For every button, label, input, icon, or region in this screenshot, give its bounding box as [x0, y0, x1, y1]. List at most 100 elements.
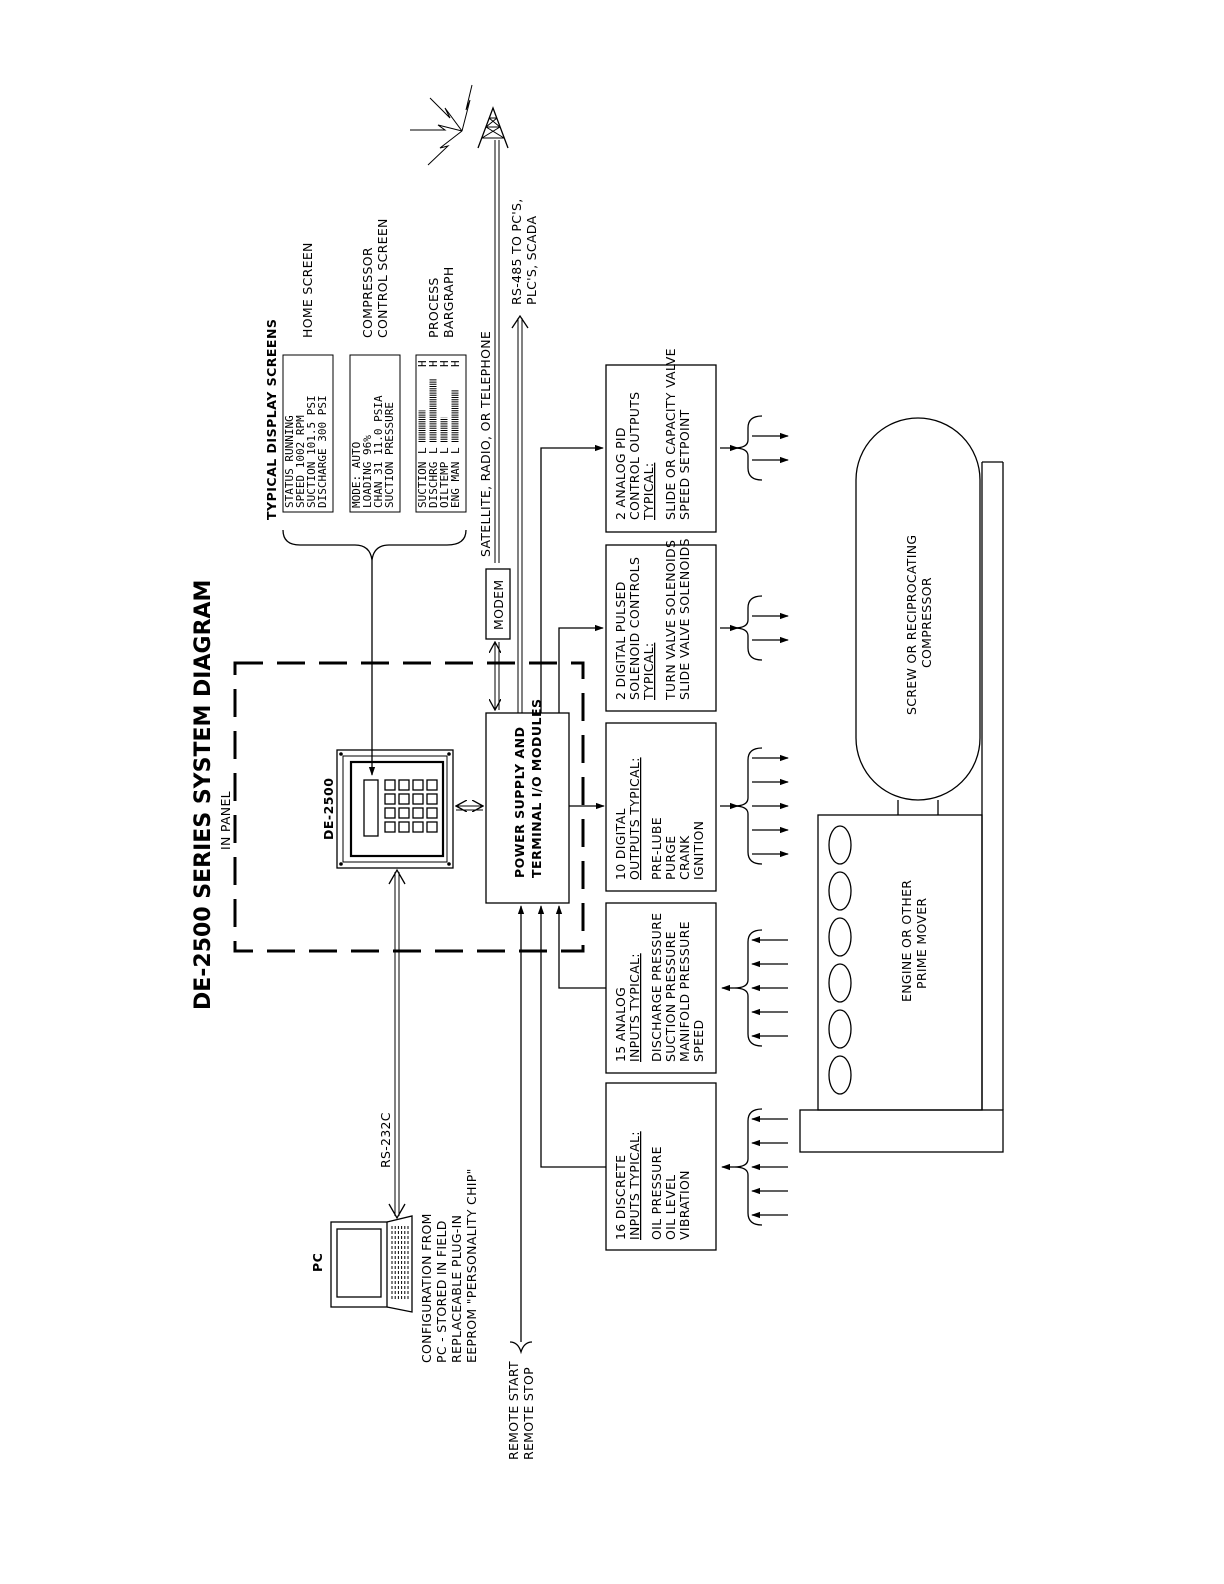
- keypad-key: [384, 807, 396, 819]
- controller-label: DE-2500: [321, 778, 336, 840]
- io-box-line: IGNITION: [691, 821, 706, 880]
- io-box-line: SPEED SETPOINT: [677, 409, 692, 520]
- digital-outputs-box: [605, 722, 717, 892]
- keypad-key: [384, 793, 396, 805]
- modem-label: MODEM: [491, 580, 506, 630]
- engine-label-1: ENGINE OR OTHER: [899, 880, 914, 1002]
- keypad-key: [412, 807, 424, 819]
- bargraph-low-mark: L: [427, 447, 440, 454]
- io-box-line: SOLENOID CONTROLS: [627, 557, 642, 700]
- engine-cylinder: [828, 917, 852, 957]
- bargraph-row-label: SUCTION: [416, 462, 429, 508]
- compressor-label-1: SCREW OR RECIPROCATING: [904, 535, 919, 715]
- analog-inputs-box: [605, 902, 717, 1074]
- keypad-key: [426, 821, 438, 833]
- pc-computer-icon: [330, 1215, 413, 1313]
- io-box-line: SLIDE VALVE SOLENOIDS: [677, 538, 692, 700]
- bargraph-label-1: PROCESS: [426, 277, 441, 338]
- panel-label: IN PANEL: [218, 791, 233, 850]
- engine-cylinder: [828, 825, 852, 865]
- keypad-key: [426, 779, 438, 791]
- home-line-3: SUCTION 101.5 PSI: [305, 395, 318, 508]
- io-box-line: CONTROL OUTPUTS: [627, 392, 642, 520]
- panel-boundary: [233, 661, 585, 953]
- io-box-line: INPUTS TYPICAL:: [627, 953, 642, 1062]
- keypad-key: [426, 793, 438, 805]
- bargraph-screen-box: [415, 354, 467, 513]
- antenna-tower-icon: [410, 84, 509, 166]
- io-box-line: TURN VALVE SOLENOIDS: [663, 540, 678, 701]
- bargraph-low-mark: L: [416, 447, 429, 454]
- solenoid-controls-box: [605, 544, 717, 712]
- home-screen-label: HOME SCREEN: [300, 242, 315, 338]
- pc-config-note-4: EEPROM "PERSONALITY CHIP": [464, 1168, 479, 1363]
- rs232-label: RS-232C: [378, 1112, 393, 1168]
- pc-config-note-1: CONFIGURATION FROM: [419, 1213, 434, 1363]
- display-screens-title: TYPICAL DISPLAY SCREENS: [264, 319, 279, 520]
- io-box-line: 15 ANALOG: [613, 987, 628, 1062]
- controller-keypad: [384, 779, 438, 833]
- io-box-line: SUCTION PRESSURE: [663, 931, 678, 1062]
- controller-lcd: [363, 779, 379, 837]
- field-brace: [733, 415, 763, 481]
- bargraph-high-mark: H: [427, 360, 440, 367]
- engine-cylinder: [828, 1055, 852, 1095]
- keypad-key: [398, 807, 410, 819]
- keypad-key: [412, 793, 424, 805]
- field-brace: [733, 595, 763, 661]
- modem-box: [485, 568, 511, 640]
- remote-start-label: REMOTE START: [506, 1361, 521, 1460]
- home-line-4: DISCHARGE 300 PSI: [316, 395, 329, 508]
- comp-line-2: LOADING 96%: [361, 435, 374, 508]
- comp-line-1: MODE: AUTO: [350, 442, 363, 508]
- bargraph-label-2: BARGRAPH: [441, 266, 456, 338]
- comp-line-3: CHAN 31 11.0 PSIA: [372, 395, 385, 508]
- pc-config-note-2: PC - STORED IN FIELD: [434, 1220, 449, 1363]
- io-box-line: 2 ANALOG PID: [613, 427, 628, 520]
- keypad-key: [426, 807, 438, 819]
- bargraph-high-mark: H: [449, 360, 462, 367]
- io-box-line: DISCHARGE PRESSURE: [649, 913, 664, 1062]
- discrete-inputs-box: [605, 1082, 717, 1251]
- io-box-line: 2 DIGITAL PULSED: [613, 581, 628, 700]
- compressor-screen-label-2: CONTROL SCREEN: [375, 218, 390, 338]
- io-box-line: 10 DIGITAL: [613, 808, 628, 880]
- io-module-box: [485, 712, 570, 904]
- pc-label: PC: [310, 1253, 325, 1272]
- io-box-line: MANIFOLD PRESSURE: [677, 921, 692, 1062]
- compressor-unit: [855, 417, 981, 815]
- io-box-line: SPEED: [691, 1020, 706, 1062]
- keypad-key: [398, 821, 410, 833]
- screens-brace: [282, 529, 467, 561]
- io-box-line: 16 DISCRETE: [613, 1155, 628, 1240]
- io-box-line: TYPICAL:: [641, 643, 656, 701]
- compressor-screen-box: [349, 354, 401, 513]
- bargraph-low-mark: L: [449, 447, 462, 454]
- io-module-line-1: POWER SUPPLY AND: [512, 727, 527, 879]
- rs485-label-2: PLC'S, SCADA: [524, 216, 539, 305]
- io-box-line: CRANK: [677, 835, 692, 880]
- io-box-line: INPUTS TYPICAL:: [627, 1131, 642, 1240]
- home-screen-lines: STATUS RUNNING SPEED 1002 RPM SUCTION 10…: [283, 395, 329, 508]
- home-line-1: STATUS RUNNING: [283, 415, 296, 508]
- io-box-line: SLIDE OR CAPACITY VALVE: [663, 348, 678, 520]
- io-box-line: TYPICAL:: [641, 463, 656, 521]
- bargraph-high-mark: H: [438, 360, 451, 367]
- io-box-line: OIL LEVEL: [663, 1175, 678, 1240]
- io-box-line: PURGE: [663, 836, 678, 880]
- io-module-line-2: TERMINAL I/O MODULES: [529, 698, 544, 878]
- de2500-controller: [336, 749, 454, 869]
- engine-cylinder: [828, 963, 852, 1003]
- field-signal-arrows: [720, 415, 789, 1226]
- bargraph-row-label: DISCHRG: [427, 462, 440, 508]
- home-screen-box: [282, 354, 334, 513]
- comp-line-4: SUCTION PRESSURE: [383, 402, 396, 508]
- keypad-key: [384, 779, 396, 791]
- compressor-screen-lines: MODE: AUTO LOADING 96% CHAN 31 11.0 PSIA…: [350, 395, 396, 508]
- engine-cylinder: [828, 1009, 852, 1049]
- keypad-key: [384, 821, 396, 833]
- bargraph-low-mark: L: [438, 447, 451, 454]
- compressor-label-2: COMPRESSOR: [919, 577, 934, 668]
